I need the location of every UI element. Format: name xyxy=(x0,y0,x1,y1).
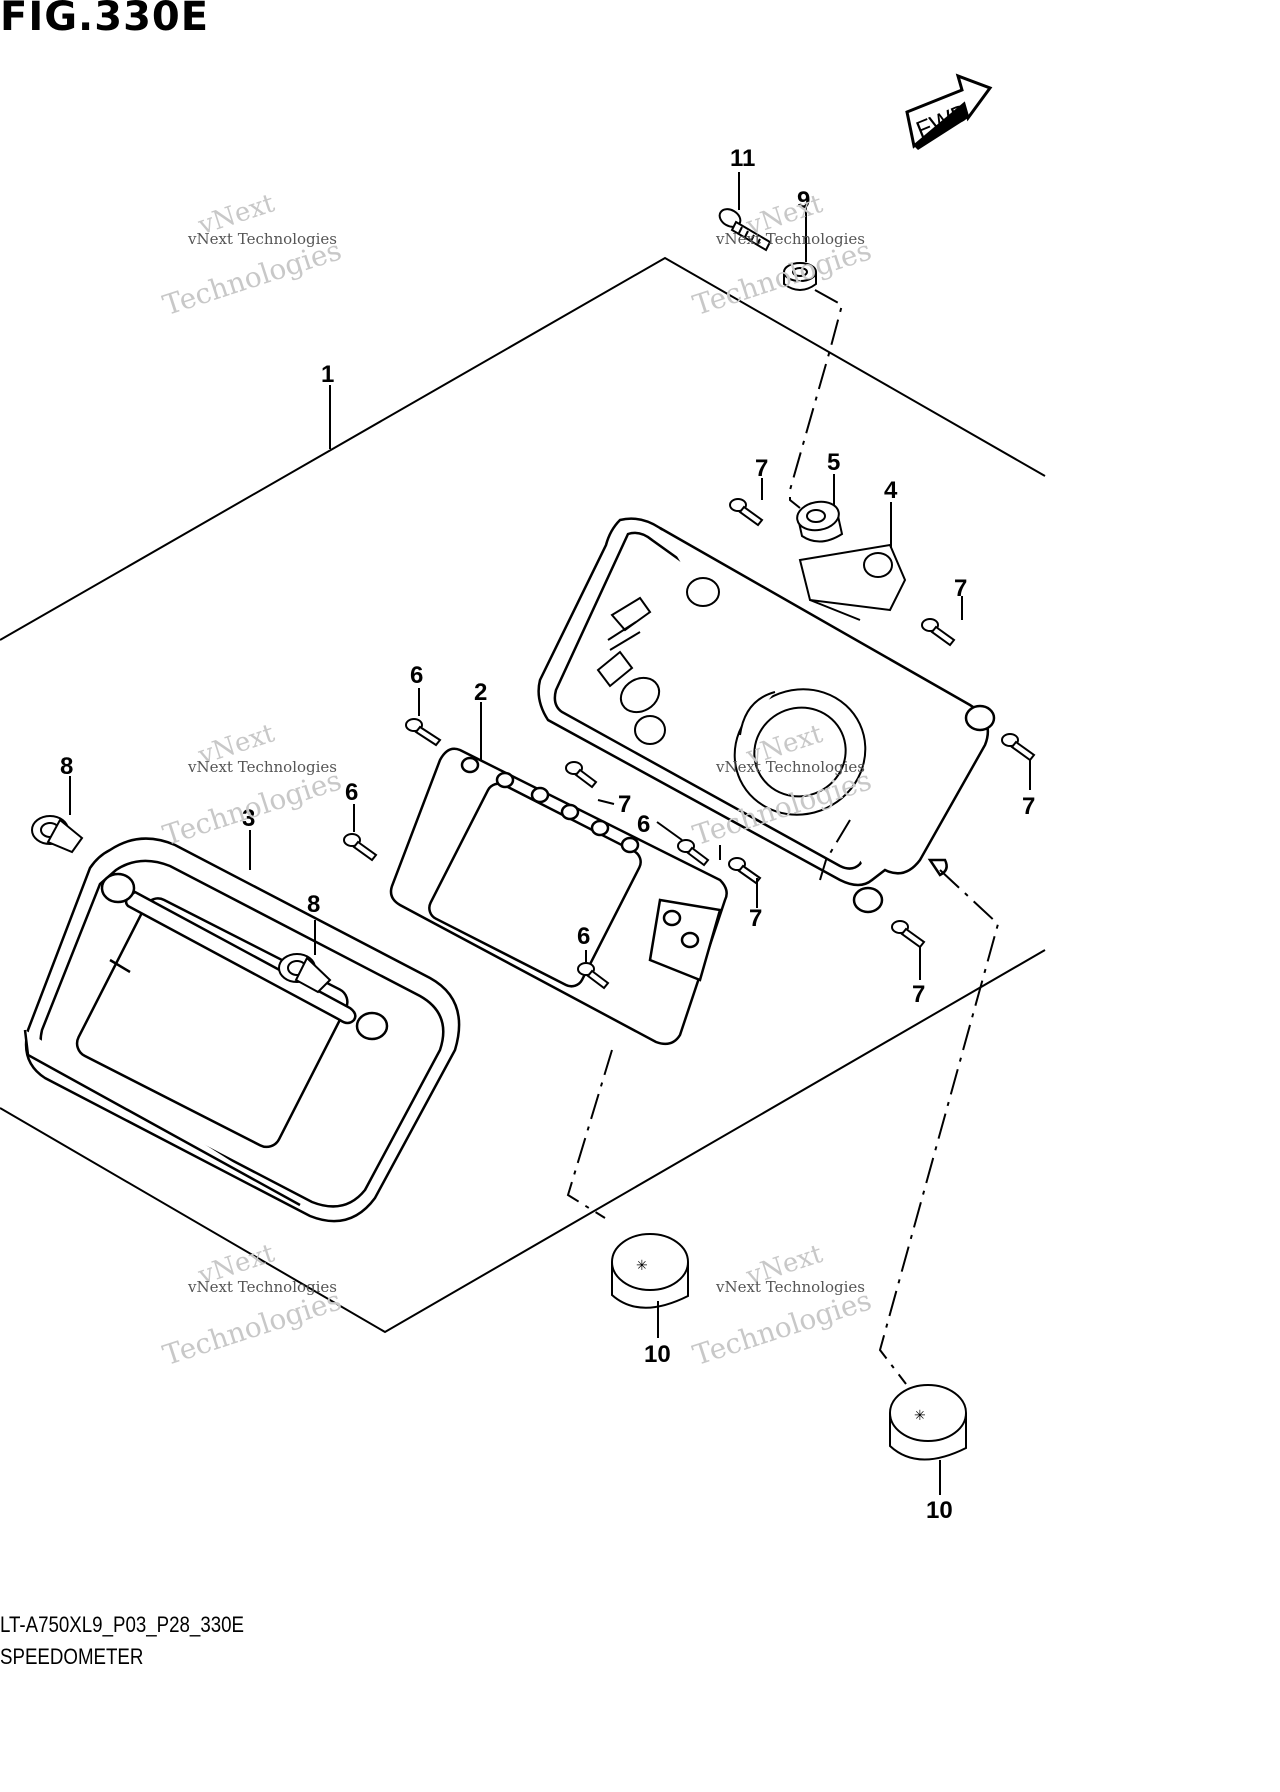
callout-6-middle: 6 xyxy=(637,811,650,838)
callout-10-left: 10 xyxy=(644,1341,671,1368)
callout-7-top: 7 xyxy=(755,455,768,482)
leader-lines xyxy=(69,172,1031,1495)
svg-text:vNext Technologies: vNext Technologies xyxy=(715,758,865,776)
front-bezel-part-3 xyxy=(23,837,461,1223)
screw-part-6-a xyxy=(405,718,442,747)
svg-text:vNext Technologies: vNext Technologies xyxy=(187,230,337,248)
screw-part-7-e xyxy=(728,857,762,885)
inner-panel-part-2 xyxy=(389,747,728,1046)
assembly-dash-lines xyxy=(566,289,1000,1385)
callout-11: 11 xyxy=(730,145,755,172)
callout-6-left: 6 xyxy=(345,779,358,806)
callout-6-lower: 6 xyxy=(577,923,590,950)
callout-2: 2 xyxy=(474,679,487,706)
model-code: LT-A750XL9_P03_P28_330E xyxy=(0,1612,245,1637)
screw-part-7-f xyxy=(891,920,926,949)
callout-6-upper: 6 xyxy=(410,662,423,689)
svg-text:Technologies: Technologies xyxy=(689,1283,875,1372)
figure-title: FIG.330E xyxy=(0,0,210,40)
svg-text:vNext Technologies: vNext Technologies xyxy=(715,230,865,248)
callout-7-middle: 7 xyxy=(618,791,631,818)
svg-text:Technologies: Technologies xyxy=(159,1283,345,1372)
bolt-part-8-a xyxy=(31,815,84,854)
cushion-mark: ✳ xyxy=(914,1407,926,1423)
bolt-part-8-b xyxy=(278,953,332,994)
callout-7-right: 7 xyxy=(1022,793,1035,820)
watermark-top-right: vNext vNext Technologies Technologies xyxy=(689,189,875,322)
svg-text:vNext Technologies: vNext Technologies xyxy=(187,758,337,776)
watermark-top-left: vNext vNext Technologies Technologies xyxy=(159,188,345,322)
watermark-bottom-right: vNext vNext Technologies Technologies xyxy=(689,1239,875,1372)
callout-10-right: 10 xyxy=(926,1497,953,1524)
bracket-part-4 xyxy=(798,543,907,621)
watermark-bottom-left: vNext vNext Technologies Technologies xyxy=(159,1238,345,1372)
callout-7-bottom: 7 xyxy=(912,981,925,1008)
callout-4: 4 xyxy=(884,477,898,504)
callout-3: 3 xyxy=(242,805,255,832)
callout-9: 9 xyxy=(797,187,810,214)
callout-labels: 11 9 1 5 4 7 7 6 2 8 6 3 7 6 7 7 8 6 7 1… xyxy=(60,145,1035,1524)
callout-1: 1 xyxy=(321,361,334,388)
fwd-arrow-icon: FWD xyxy=(905,73,993,150)
cushion-part-10-a: ✳ xyxy=(611,1233,689,1309)
callout-5: 5 xyxy=(827,449,840,476)
screw-part-6-b xyxy=(343,833,378,862)
callout-8-left: 8 xyxy=(60,753,73,780)
callout-8-center: 8 xyxy=(307,891,320,918)
screw-part-7-b xyxy=(921,618,956,647)
svg-text:vNext Technologies: vNext Technologies xyxy=(715,1278,865,1296)
screw-part-6-d xyxy=(577,962,610,990)
screw-part-7-a xyxy=(729,498,764,527)
screw-part-6-c xyxy=(677,839,710,867)
screw-part-7-d xyxy=(565,761,598,789)
screw-part-11 xyxy=(718,208,772,252)
grommet-part-5 xyxy=(796,500,844,543)
watermark-middle-left: vNext vNext Technologies Technologies xyxy=(159,718,345,852)
svg-text:vNext Technologies: vNext Technologies xyxy=(187,1278,337,1296)
meter-case-interior xyxy=(596,577,867,816)
figure-name: SPEEDOMETER xyxy=(0,1644,144,1669)
cushion-mark: ✳ xyxy=(636,1257,648,1273)
callout-7-right-upper: 7 xyxy=(954,575,967,602)
callout-7-lower: 7 xyxy=(749,905,762,932)
screw-part-7-c xyxy=(1001,733,1036,762)
collar-part-9 xyxy=(783,262,817,291)
svg-text:Technologies: Technologies xyxy=(159,763,345,852)
assembly-boundary xyxy=(0,256,1046,1334)
cushion-part-10-b: ✳ xyxy=(889,1384,967,1461)
